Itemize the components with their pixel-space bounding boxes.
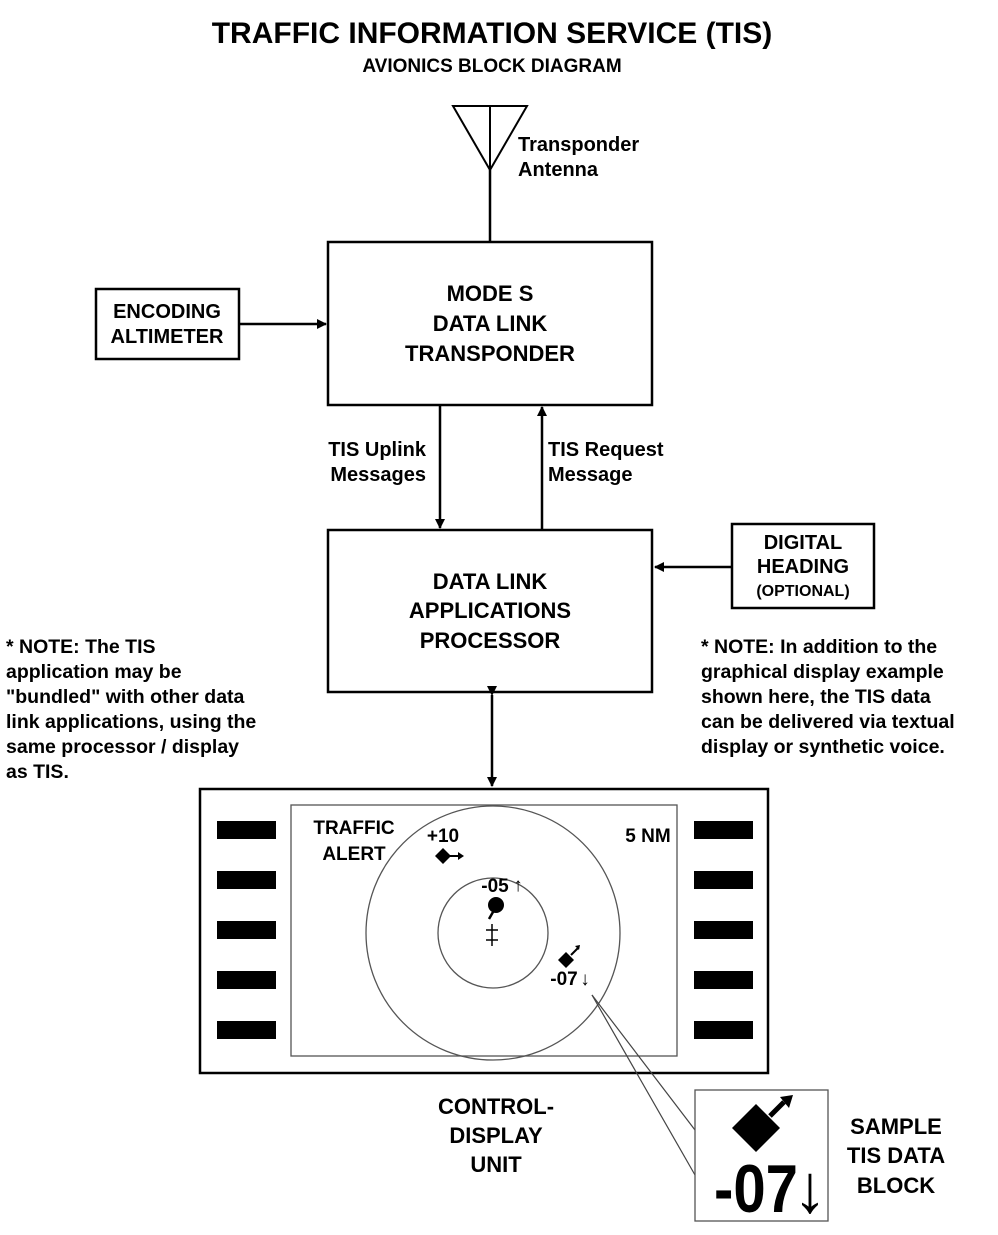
target3-diamond-icon [558, 945, 580, 968]
antenna-label-line1: Transponder [518, 134, 639, 156]
bezel-key[interactable] [694, 1021, 753, 1039]
bezel-key[interactable] [694, 921, 753, 939]
note-left-line: as TIS. [6, 761, 69, 783]
diagram-title: TRAFFIC INFORMATION SERVICE (TIS) [212, 17, 773, 50]
antenna-icon [451, 105, 529, 242]
request-label-line1: TIS Request [548, 439, 664, 461]
range-ring-inner [437, 877, 549, 989]
transponder-label-line2: DATA LINK [433, 311, 548, 336]
bezel-keys-left [217, 821, 276, 1039]
note-left-line: * NOTE: The TIS [6, 636, 156, 658]
bezel-key[interactable] [217, 1021, 276, 1039]
traffic-alert-line2: ALERT [322, 844, 386, 865]
target2-circle-icon [487, 897, 504, 920]
note-left-line: "bundled" with other data [6, 686, 245, 708]
transponder-label-line1: MODE S [447, 281, 534, 306]
range-label: 5 NM [625, 826, 670, 847]
note-right-line: shown here, the TIS data [701, 686, 931, 708]
note-right-line: graphical display example [701, 661, 944, 683]
altimeter-block [94, 287, 241, 361]
antenna-label-line2: Antenna [518, 159, 599, 181]
callout-line-lower [591, 994, 696, 1176]
note-right-line: can be delivered via textual [701, 711, 955, 733]
request-label-line2: Message [548, 464, 633, 486]
bezel-key[interactable] [217, 971, 276, 989]
transponder-label-line3: TRANSPONDER [405, 341, 575, 366]
own-ship-icon [486, 924, 498, 946]
sample-label-line3: BLOCK [857, 1173, 935, 1198]
note-right-line: display or synthetic voice. [701, 736, 945, 758]
altimeter-label-line2: ALTIMETER [111, 326, 225, 348]
bezel-key[interactable] [217, 921, 276, 939]
note-left: * NOTE: The TIS application may be "bund… [6, 636, 256, 783]
transponder-block [326, 240, 654, 407]
bezel-key[interactable] [217, 871, 276, 889]
bezel-key[interactable] [694, 871, 753, 889]
note-right: * NOTE: In addition to the graphical dis… [701, 636, 955, 758]
sample-altitude: -07 [714, 1151, 798, 1227]
target3-altitude: -07 [550, 969, 577, 990]
uplink-label-line1: TIS Uplink [328, 439, 427, 461]
bezel-key[interactable] [694, 971, 753, 989]
cdu-label-line1: CONTROL- [438, 1094, 554, 1119]
processor-label-line2: APPLICATIONS [409, 598, 571, 623]
target2-altitude: -05 [481, 876, 509, 897]
sample-label-line2: TIS DATA [847, 1143, 945, 1168]
sample-trend-arrow: ↓ [793, 1151, 827, 1227]
heading-label-line3: (OPTIONAL) [756, 583, 849, 600]
sample-diamond-icon [732, 1095, 793, 1152]
heading-label-line1: DIGITAL [764, 532, 843, 554]
range-ring-outer [365, 805, 621, 1061]
cdu-label-line2: DISPLAY [449, 1123, 543, 1148]
target1-diamond-icon [435, 848, 464, 864]
sample-label-line1: SAMPLE [850, 1114, 942, 1139]
note-left-line: same processor / display [6, 736, 239, 758]
target2-trend-arrow: ↑ [513, 875, 523, 896]
traffic-display-screen [290, 804, 678, 1057]
bezel-keys-right [694, 821, 753, 1039]
note-left-line: application may be [6, 661, 182, 683]
altimeter-label-line1: ENCODING [113, 301, 221, 323]
processor-label-line1: DATA LINK [433, 569, 548, 594]
target3-trend-arrow: ↓ [580, 969, 590, 990]
processor-label-line3: PROCESSOR [420, 628, 561, 653]
note-right-line: * NOTE: In addition to the [701, 636, 937, 658]
bezel-key[interactable] [217, 821, 276, 839]
cdu-label-line3: UNIT [470, 1152, 522, 1177]
callout-line-upper [591, 994, 696, 1131]
bezel-key[interactable] [694, 821, 753, 839]
diagram-subtitle: AVIONICS BLOCK DIAGRAM [362, 56, 621, 77]
note-left-line: link applications, using the [6, 711, 256, 733]
heading-block [730, 522, 876, 610]
uplink-label-line2: Messages [330, 464, 426, 486]
traffic-alert-line1: TRAFFIC [313, 818, 395, 839]
target1-altitude: +10 [427, 826, 459, 847]
heading-label-line2: HEADING [757, 556, 849, 578]
